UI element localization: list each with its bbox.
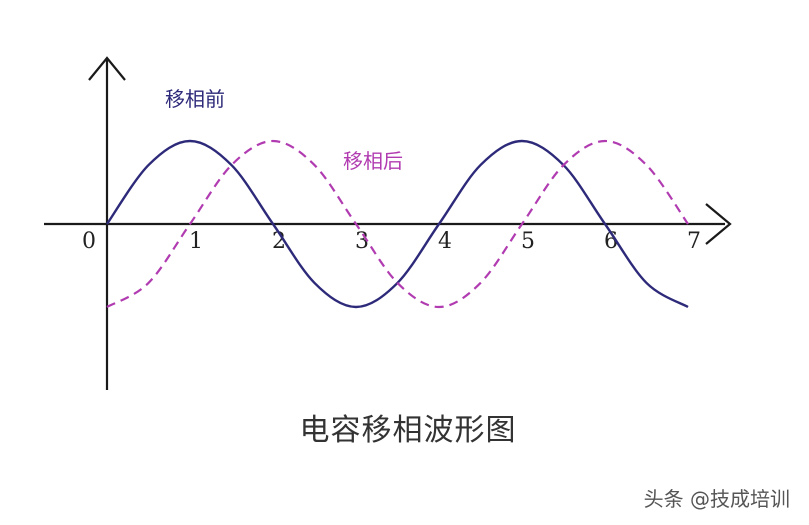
x-tick-label-3: 3 (355, 229, 369, 254)
series-label-after: 移相后 (343, 149, 403, 173)
x-tick-labels: 0 1 2 3 4 5 6 7 (82, 229, 701, 254)
series-layer (106, 139, 689, 309)
x-tick-label-7: 7 (687, 229, 701, 254)
x-tick-label-5: 5 (521, 229, 535, 254)
series-label-before: 移相前 (165, 87, 225, 111)
x-tick-label-0: 0 (82, 229, 96, 254)
x-tick-label-2: 2 (272, 229, 286, 254)
x-tick-label-1: 1 (189, 229, 203, 254)
series-line-after (106, 139, 689, 309)
x-axis-arrow (705, 203, 732, 245)
chart-title: 电容移相波形图 (300, 413, 517, 448)
y-axis-arrow (88, 56, 126, 81)
x-tick-label-4: 4 (438, 229, 452, 254)
watermark: 头条 @技成培训 (644, 487, 790, 511)
x-tick-label-6: 6 (604, 229, 618, 254)
